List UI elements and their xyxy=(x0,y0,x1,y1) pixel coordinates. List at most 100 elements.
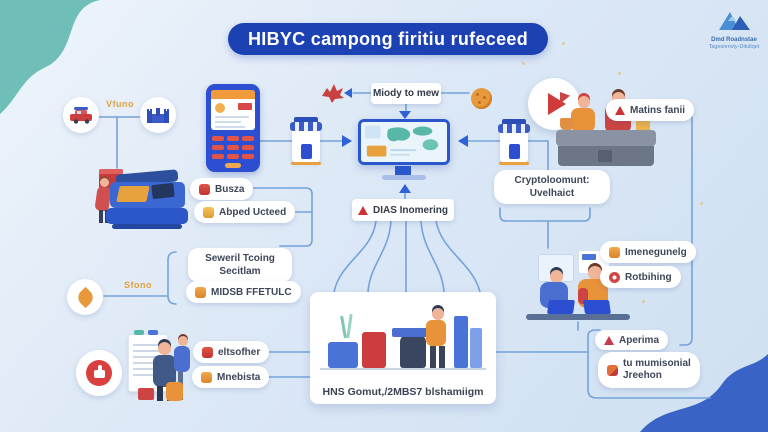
kiosk-awning xyxy=(290,122,322,131)
kiosk-base xyxy=(499,162,529,165)
document-tab xyxy=(148,330,158,335)
laptop1 xyxy=(547,300,575,314)
phone-screen xyxy=(211,90,255,130)
eltsofher-label: eltsofher xyxy=(218,346,261,358)
world-map-icon xyxy=(361,122,447,162)
teal-corner-blob xyxy=(0,0,100,114)
person2-head xyxy=(178,336,188,346)
phone-key xyxy=(212,136,224,141)
dragon-icon xyxy=(322,84,344,103)
red-bookmark-icon xyxy=(202,346,213,358)
leaf-badge xyxy=(67,279,103,315)
busza-label: Busza xyxy=(215,183,245,195)
imenegunelg-label: Imenegunelg xyxy=(625,246,687,258)
phone-key xyxy=(212,145,224,150)
phone-key xyxy=(227,145,239,150)
person2-body xyxy=(174,346,190,372)
person-head xyxy=(158,342,171,355)
kiosk-roof xyxy=(294,117,318,123)
phone-screen-line xyxy=(215,116,249,118)
brand-name: Dmd Roadnstae xyxy=(711,37,757,43)
seweril-tcoing-box: Seweril Tcoing Secitlam xyxy=(188,248,292,282)
stall-pot xyxy=(560,118,574,130)
rotbihing-pill: Rotbihing xyxy=(600,266,681,288)
sfono-label: Sfono xyxy=(124,280,152,290)
red-box-small-icon xyxy=(199,183,210,195)
floor-line xyxy=(320,368,486,370)
rotbihing-label: Rotbihing xyxy=(625,271,672,283)
vendor1-body xyxy=(571,108,595,132)
standing-person-legs xyxy=(430,346,436,368)
kiosk-awning xyxy=(498,124,530,133)
kiosk-icon xyxy=(290,117,322,165)
stall-box xyxy=(636,120,650,132)
phone-home-key xyxy=(225,163,241,168)
laptop2 xyxy=(583,300,611,314)
phone-illustration xyxy=(206,84,260,172)
server-room-panel: HNS Gomut,/2MBS7 blshamiigm xyxy=(310,292,496,404)
eltsofher-pill: eltsofher xyxy=(193,341,270,363)
red-toolbox xyxy=(138,388,154,400)
speckle xyxy=(618,72,621,75)
phone-key xyxy=(242,145,254,150)
chair-person xyxy=(400,334,426,368)
red-flower-icon xyxy=(609,271,620,283)
documents-people-illustration xyxy=(108,330,192,402)
tu-line2: Jreehon xyxy=(623,370,662,381)
red-cabinet xyxy=(362,332,386,368)
seweril-line1: Seweril Tcoing xyxy=(205,253,275,264)
server-room-illustration xyxy=(320,300,486,374)
standing-person-legs xyxy=(439,346,445,368)
coder2-head xyxy=(588,266,602,280)
orange-bag-icon xyxy=(201,371,212,383)
coder2-sleeve xyxy=(578,288,588,304)
kiosk-base xyxy=(291,162,321,165)
kiosk-roof xyxy=(502,119,526,125)
person-legs xyxy=(157,386,163,401)
phone-screen-avatar xyxy=(215,103,225,113)
matins-fanii-pill: Matins fanii xyxy=(606,99,695,121)
brand-logo: Dmd Roadnstae Tagesienvty-Dikdiqet xyxy=(700,8,768,51)
desk-screen xyxy=(392,328,434,337)
leaf-icon xyxy=(74,286,96,308)
cryptoloomunt-box: Cryptoloomunt: Uvelhaict xyxy=(494,170,610,204)
phone-key xyxy=(212,154,224,159)
car-badge xyxy=(63,97,99,133)
cookie-icon xyxy=(471,88,492,109)
miody-to-mew-label: Miody to mew xyxy=(372,88,440,99)
stall-flag xyxy=(560,92,570,104)
mnebista-pill: Mnebista xyxy=(192,366,270,388)
market-stall-illustration xyxy=(556,88,660,168)
blue-corner-blob xyxy=(640,354,768,432)
desk xyxy=(526,314,630,320)
phone-screen-header xyxy=(211,90,255,99)
speckle xyxy=(562,42,565,45)
standing-person-body xyxy=(426,320,446,346)
abped-ucteed-pill: Abped Ucteed xyxy=(194,201,296,223)
tu-line1: tu mumisonial xyxy=(623,358,691,369)
person-body xyxy=(153,355,176,387)
seweril-line2: Secitlam xyxy=(219,266,261,277)
stall-counter xyxy=(556,130,656,146)
bar-short xyxy=(470,328,482,368)
car-icon xyxy=(70,107,92,124)
monitor-stand xyxy=(395,166,411,175)
warning-triangle-icon xyxy=(357,205,368,215)
thumbs-up-icon xyxy=(86,360,112,386)
monitor-illustration xyxy=(358,119,450,165)
machine-person-head xyxy=(100,178,109,187)
speckle xyxy=(642,300,645,303)
machine-panel xyxy=(116,186,150,202)
abped-ucteed-label: Abped Ucteed xyxy=(219,206,287,218)
castle-icon xyxy=(147,108,169,123)
castle-badge xyxy=(140,97,176,133)
plant xyxy=(346,313,353,339)
person-orange-icon xyxy=(609,246,620,258)
machine-person-legs xyxy=(99,210,103,223)
miody-to-mew-box: Miody to mew xyxy=(371,83,441,104)
orange-red-book-icon xyxy=(607,364,618,376)
phone-key xyxy=(227,154,239,159)
speckle xyxy=(700,202,703,205)
vendor1-head xyxy=(578,96,590,108)
